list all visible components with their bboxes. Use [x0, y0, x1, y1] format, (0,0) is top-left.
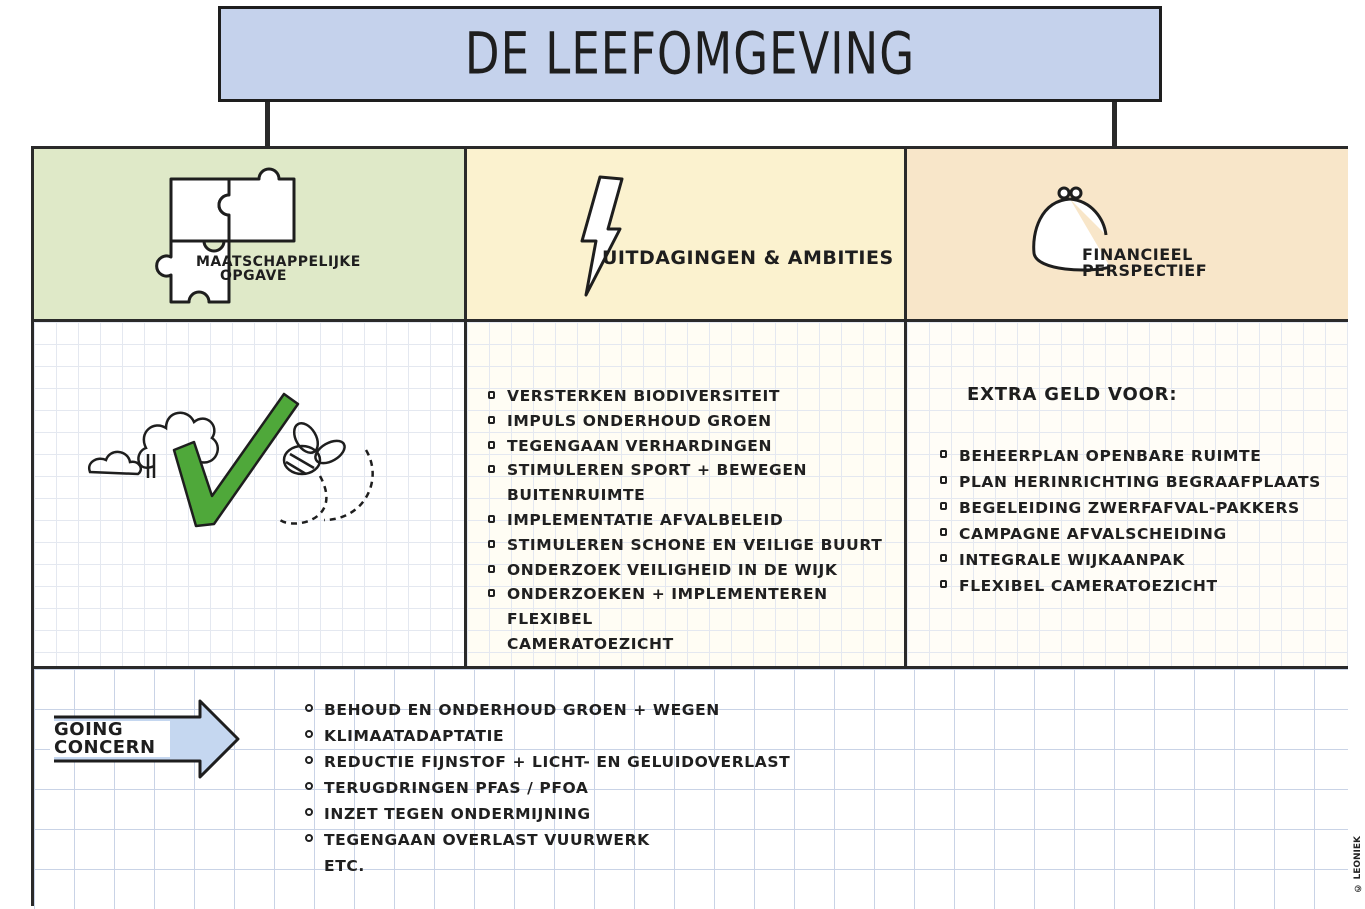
list-item: REDUCTIE FIJNSTOF + LICHT- EN GELUIDOVER… — [302, 749, 790, 775]
list-item: BEGELEIDING ZWERFAFVAL-PAKKERS — [937, 495, 1321, 521]
nature-check-illustration — [87, 392, 374, 528]
divider-content — [34, 666, 1348, 669]
list-item: BEHEERPLAN OPENBARE RUIMTE — [937, 443, 1321, 469]
arrow-icon — [50, 699, 240, 779]
list-item: TERUGDRINGEN PFAS / PFOA — [302, 775, 790, 801]
going-concern-label: GOING CONCERN — [54, 721, 156, 757]
divider-col-2 — [904, 149, 907, 666]
heading-line1: MAATSCHAPPELIJKE — [196, 254, 361, 270]
panel-maatschappelijke-opgave: groennatuurinclusiefveilig — [34, 322, 464, 747]
list-item: IMPLEMENTATIE AFVALBELEID — [485, 508, 906, 533]
financieel-intro: EXTRA GELD VOOR: — [967, 384, 1178, 405]
list-item: ETC. — [324, 857, 365, 875]
heading-line1: FINANCIEEL — [1082, 245, 1193, 264]
list-item: CAMPAGNE AFVALSCHEIDING — [937, 521, 1321, 547]
heading-financieel: FINANCIEEL PERSPECTIEF — [1082, 247, 1207, 279]
list-item: KLIMAATADAPTATIE — [302, 723, 790, 749]
list-item: ONDERZOEK VEILIGHEID IN DE WIJK — [485, 558, 906, 583]
list-item: BUITENRUIMTE — [507, 486, 646, 505]
header-financieel: FINANCIEEL PERSPECTIEF — [906, 149, 1348, 319]
list-item: INZET TEGEN ONDERMIJNING — [302, 801, 790, 827]
list-item: FLEXIBEL CAMERATOEZICHT — [937, 573, 1321, 599]
list-item: BEHOUD EN ONDERHOUD GROEN + WEGEN — [302, 697, 790, 723]
puzzle-icon — [155, 167, 296, 304]
list-item: PLAN HERINRICHTING BEGRAAFPLAATS — [937, 469, 1321, 495]
list-item: STIMULEREN SCHONE EN VEILIGE BUURT — [485, 533, 906, 558]
list-item: CAMERATOEZICHT — [507, 634, 674, 653]
list-item: TEGENGAAN VERHARDINGEN — [485, 434, 906, 459]
going-concern-line1: GOING — [54, 719, 124, 740]
list-item: IMPULS ONDERHOUD GROEN — [485, 409, 906, 434]
title-post-right — [1112, 102, 1117, 150]
panel-financieel: EXTRA GELD VOOR: BEHEERPLAN OPENBARE RUI… — [907, 322, 1348, 666]
header-maatschappelijke-opgave: MAATSCHAPPELIJKE OPGAVE — [34, 149, 464, 319]
main-frame: MAATSCHAPPELIJKE OPGAVE UITDAGINGEN & AM… — [31, 146, 1348, 909]
list-item: INTEGRALE WIJKAANPAK — [937, 547, 1321, 573]
title-board: DE LEEFOMGEVING — [218, 6, 1162, 102]
list-item: ONDERZOEKEN + IMPLEMENTEREN FLEXIBEL — [485, 582, 906, 632]
divider-header — [34, 319, 1348, 322]
heading-line2: OPGAVE — [220, 268, 287, 284]
going-concern-line2: CONCERN — [54, 737, 156, 758]
page-title: DE LEEFOMGEVING — [464, 20, 916, 88]
copyright: © LEONIEK — [1353, 836, 1363, 893]
list-item: STIMULEREN SPORT + BEWEGEN — [485, 458, 906, 483]
heading-line2: PERSPECTIEF — [1082, 261, 1208, 280]
list-item: TEGENGAAN OVERLAST VUURWERK — [302, 827, 790, 853]
divider-col-1 — [464, 149, 467, 666]
header-uitdagingen: UITDAGINGEN & AMBITIES — [464, 149, 906, 319]
lightning-icon — [580, 175, 624, 297]
heading-uitdagingen: UITDAGINGEN & AMBITIES — [602, 247, 894, 269]
panel-going-concern: GOING CONCERN BEHOUD EN ONDERHOUD GROEN … — [34, 669, 1348, 909]
list-item: VERSTERKEN BIODIVERSITEIT — [485, 384, 906, 409]
heading-maatschappelijke-opgave: MAATSCHAPPELIJKE OPGAVE — [196, 255, 361, 283]
purse-icon — [1032, 186, 1111, 272]
title-post-left — [265, 102, 270, 150]
